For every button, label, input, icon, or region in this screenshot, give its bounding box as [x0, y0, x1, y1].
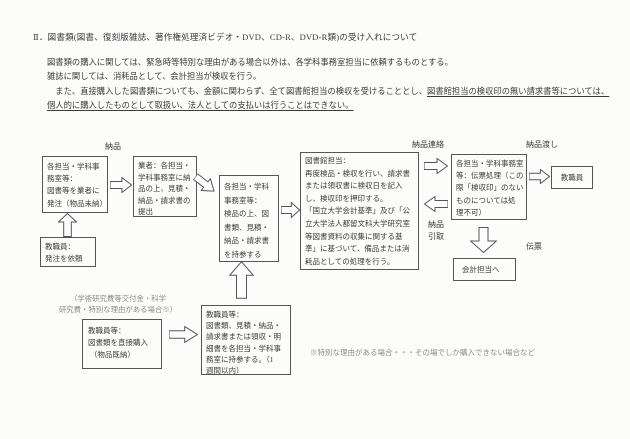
flow-box-vendor: 業者：各担当・ 学科事務室に納 品の上、見積・ 納品・請求書の 提出 — [133, 156, 197, 217]
flow-box-staff-receive: 教職員 — [551, 166, 593, 189]
paragraph-line: 雑誌に関しては、消耗品として、会計担当が検収を行う。 — [47, 72, 262, 82]
flow-label-pickup: 納品 引取 — [428, 220, 444, 241]
flow-label-delivery-contact: 納品連絡 — [412, 140, 444, 149]
paragraph-line: また、直接購入した図書類についても、金額に関わらず、全て図書館担当の検収を受ける… — [47, 85, 625, 99]
arrow-right-slip-to-staff — [529, 169, 550, 184]
arrow-diagonal-vendor-to-inspect — [191, 170, 220, 197]
paragraph-text: また、直接購入した図書類についても、金額に関わらず、全て図書館担当の検収を受ける… — [47, 86, 428, 96]
flow-box-library: 図書館担当： 再度検品・検収を行い、請求書 または領収書に検収日を記入 し、検収… — [300, 152, 419, 270]
flow-box-staff-direct-purchase: 教職員等： 図書類を直接購入 （物品既納） — [82, 319, 162, 369]
flow-box-accounting: 会計担当へ — [453, 258, 516, 281]
flow-note-grant-funds: （学術研究費等交付金・科学 研究費・特別な理由がある場合※） — [58, 294, 178, 314]
flow-box-dept-order: 各担当・学科事 務室等： 図書等を業者に 発注（物品未納） — [42, 156, 108, 213]
arrow-up-bring-to-inspect — [229, 261, 254, 299]
flow-label-delivery: 納品 — [105, 142, 121, 151]
arrow-right-order-to-vendor — [110, 177, 132, 193]
arrow-left-slip-to-library — [424, 196, 448, 212]
body-paragraph: 図書類の購入に関しては、緊急時等特別な理由がある場合以外は、各学科事務室担当に依… — [47, 56, 625, 114]
paragraph-underlined-text: 図書館担当の検収印の無い請求書等については、 — [427, 86, 610, 96]
arrow-right-library-to-slip — [424, 158, 448, 174]
arrow-down-slip-to-accounting — [470, 227, 497, 253]
arrow-up-staff-to-dept — [58, 213, 77, 237]
paragraph-line: 図書類の購入に関しては、緊急時等特別な理由がある場合以外は、各学科事務室担当に依… — [47, 58, 453, 67]
flow-box-dept-inspect: 各担当・学科 事務室等： 検品の上、図 書類、見積・ 納品・請求書 を持参する — [219, 175, 279, 262]
arrow-right-inspect-to-library — [281, 202, 300, 218]
flow-label-slip: 伝票 — [526, 242, 542, 251]
flow-note-special-reason: ※特別な理由がある場合・・・その場でしか購入できない場合など — [310, 348, 535, 357]
arrow-right-direct-to-bring — [169, 326, 198, 343]
flow-box-staff-bring: 教職員等： 図書類、見積・納品・ 請求書または領収・明 細書を各担当・学科事 務… — [201, 305, 291, 375]
flow-box-dept-slip: 各担当・学科事務室 等：伝票処理（この 際「検収印」のない ものについては処 理… — [451, 154, 527, 220]
page-title: Ⅱ．図書類(図書、復刻版雑誌、著作権処理済ビデオ・DVD、CD-R、DVD-R類… — [33, 32, 418, 42]
flow-label-handover: 納品渡し — [526, 140, 558, 149]
paragraph-line: 個人的に購入したものとして取扱い、法人としての支払いは行うことはできない。 — [47, 99, 625, 113]
paragraph-underlined-text: 個人的に購入したものとして取扱い、法人としての支払いは行うことはできない。 — [47, 101, 354, 111]
flow-box-staff-order: 教職員： 発注を依頼 — [40, 237, 96, 267]
